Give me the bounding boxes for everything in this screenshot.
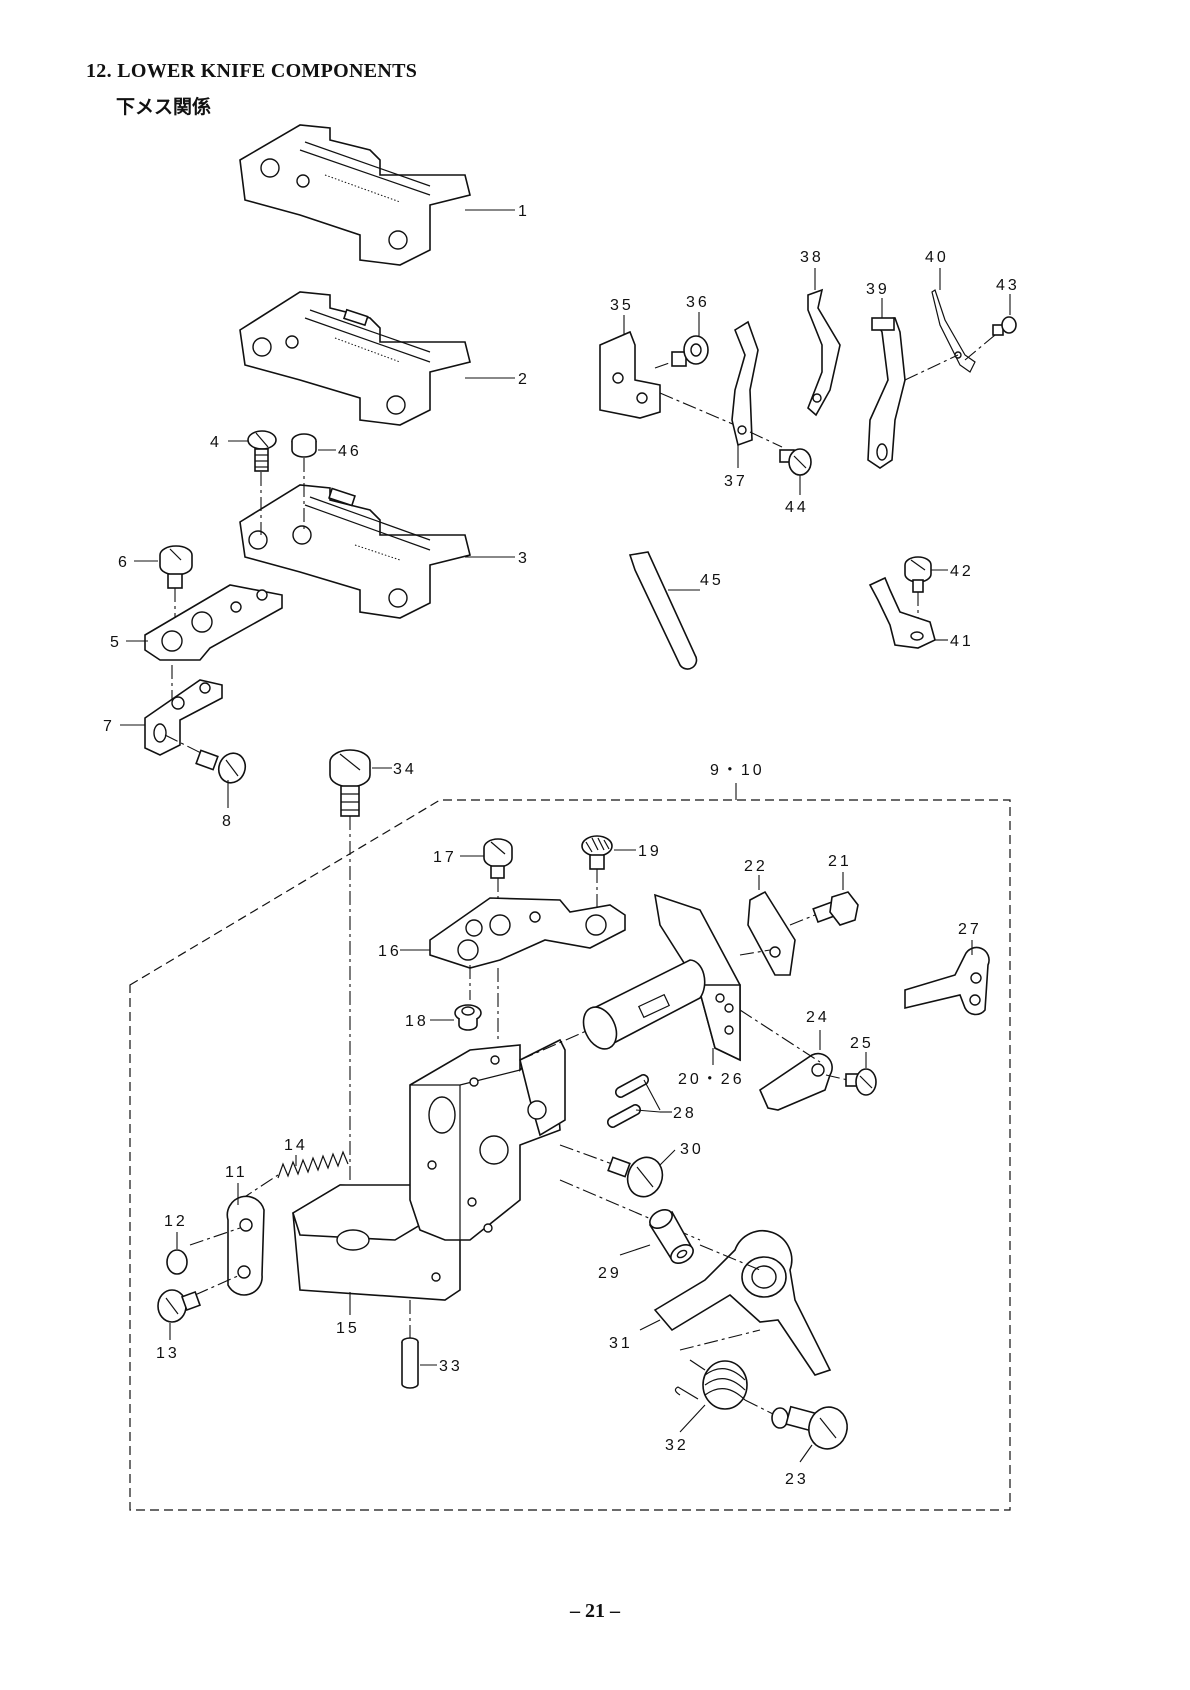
bracket-35: [599, 330, 736, 426]
plug-46: [291, 433, 317, 530]
label-7: 7: [103, 718, 115, 735]
screw-30: [559, 1144, 664, 1198]
label-23: 23: [785, 1471, 809, 1488]
spring-40: [904, 289, 976, 381]
page-number: – 21 –: [570, 1600, 620, 1622]
label-24: 24: [806, 1009, 830, 1026]
screw-23: [744, 1399, 848, 1450]
label-32: 32: [665, 1437, 689, 1454]
label-8: 8: [222, 813, 234, 830]
label-9-10: 9・10: [710, 762, 765, 779]
label-33: 33: [439, 1358, 463, 1375]
bushing-18: [454, 1004, 482, 1031]
screw-8: [164, 734, 247, 784]
screw-34: [329, 749, 371, 1180]
label-40: 40: [925, 249, 949, 266]
label-18: 18: [405, 1013, 429, 1030]
label-38: 38: [800, 249, 824, 266]
knife-22: [739, 890, 796, 976]
label-36: 36: [686, 294, 710, 311]
knife-45: [628, 551, 698, 670]
bracket-27: [904, 946, 990, 1016]
label-41: 41: [950, 633, 974, 650]
pin-12: [166, 1249, 188, 1275]
screw-4: [247, 430, 277, 535]
label-39: 39: [866, 281, 890, 298]
label-15: 15: [336, 1320, 360, 1337]
label-43: 43: [996, 277, 1020, 294]
label-22: 22: [744, 858, 768, 875]
label-27: 27: [958, 921, 982, 938]
label-6: 6: [118, 554, 130, 571]
knife-39: [867, 317, 906, 469]
label-3: 3: [518, 550, 530, 567]
plate-16: [429, 897, 626, 1040]
label-1: 1: [518, 203, 530, 220]
link-plate-11: [189, 1195, 265, 1296]
screw-6: [159, 545, 193, 640]
label-13: 13: [156, 1345, 180, 1362]
assembly-boundary-9-10: [129, 799, 1011, 1511]
screw-44: [749, 431, 812, 476]
label-37: 37: [724, 473, 748, 490]
spring-32: [674, 1329, 761, 1410]
label-42: 42: [950, 563, 974, 580]
label-5: 5: [110, 634, 122, 651]
bracket-5: [144, 584, 283, 661]
label-11: 11: [225, 1164, 248, 1181]
screw-19: [581, 835, 613, 910]
label-34: 34: [393, 761, 417, 778]
screw-13: [157, 1289, 201, 1323]
screw-21: [789, 891, 859, 926]
label-46: 46: [338, 443, 362, 460]
label-4: 4: [210, 434, 222, 451]
screw-36: [654, 335, 709, 369]
label-45: 45: [700, 572, 724, 589]
label-17: 17: [433, 849, 457, 866]
bracket-7: [144, 665, 223, 756]
lever-37: [731, 320, 759, 447]
lever-38: [807, 288, 841, 417]
pin-33: [401, 1300, 419, 1389]
screw-25: [825, 1068, 877, 1096]
throat-plate-1: [239, 124, 471, 266]
screw-43: [964, 316, 1017, 361]
page-title: 12. LOWER KNIFE COMPONENTS: [86, 60, 418, 82]
label-44: 44: [785, 499, 809, 516]
knife-holder-block-15: [292, 1038, 566, 1301]
label-2: 2: [518, 371, 530, 388]
label-25: 25: [850, 1035, 874, 1052]
collar-29: [559, 1179, 701, 1264]
throat-plate-2: [239, 291, 471, 426]
label-14: 14: [284, 1137, 308, 1154]
screw-42: [904, 556, 932, 625]
pins-28: [607, 1074, 661, 1128]
label-29: 29: [598, 1265, 622, 1282]
bracket-41: [868, 576, 936, 649]
throat-plate-3: [239, 484, 471, 619]
label-28: 28: [673, 1105, 697, 1122]
label-20-26: 20・26: [678, 1071, 745, 1088]
label-35: 35: [610, 297, 634, 314]
label-21: 21: [828, 853, 852, 870]
label-16: 16: [378, 943, 402, 960]
label-19: 19: [638, 843, 662, 860]
label-31: 31: [609, 1335, 633, 1352]
shaft-assembly-20-26: [519, 893, 741, 1062]
label-30: 30: [680, 1141, 704, 1158]
page-subtitle: 下メス関係: [116, 96, 212, 118]
lever-31: [653, 1229, 832, 1376]
label-12: 12: [164, 1213, 188, 1230]
lever-24: [739, 1009, 833, 1111]
